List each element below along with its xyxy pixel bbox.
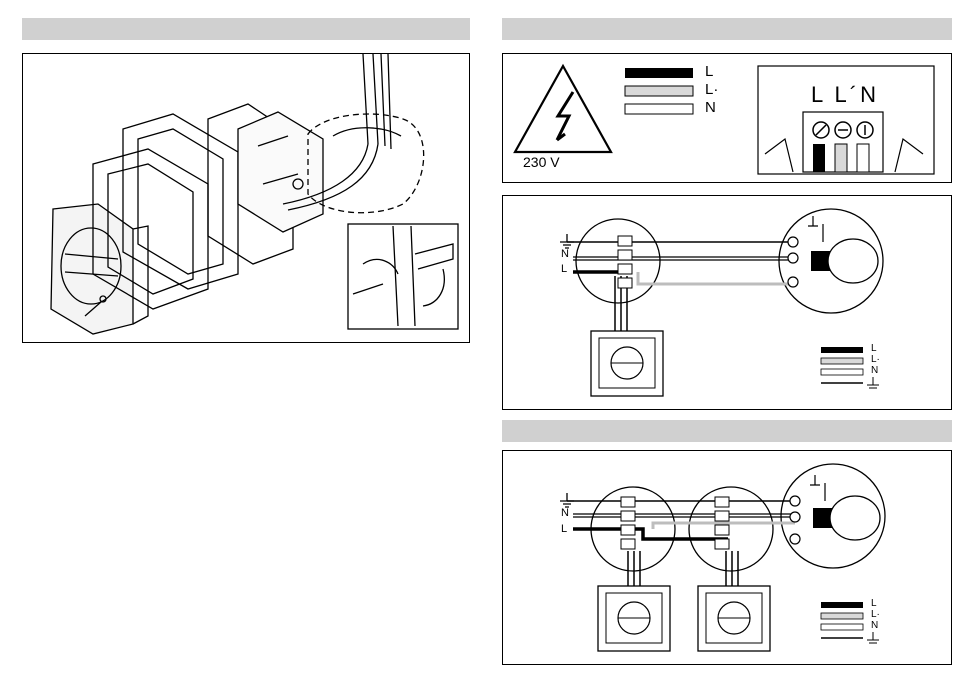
wire-l-switched bbox=[638, 272, 793, 284]
lamp-ground-icon bbox=[808, 216, 823, 242]
wiring-double-diagram bbox=[503, 451, 953, 666]
legend-label-l-switched: L· bbox=[871, 609, 880, 620]
legend-swatch-l-switched bbox=[821, 613, 863, 619]
legend-label-l: L bbox=[871, 343, 877, 354]
junction-box-1 bbox=[576, 219, 660, 303]
terminal-wire-n bbox=[857, 144, 869, 172]
wiring-double-panel: N L L L· N bbox=[502, 450, 952, 665]
terminal-block-drawing bbox=[503, 54, 953, 184]
terminal-wire-l bbox=[813, 144, 825, 172]
warning-panel: 230 V L L· N L L´N bbox=[502, 53, 952, 183]
legend-label-l: L bbox=[871, 598, 877, 609]
lamp-bulb-icon bbox=[830, 496, 880, 540]
terminal-labels: L L´N bbox=[811, 82, 879, 108]
section-header-two-way bbox=[502, 420, 952, 442]
label-n: N bbox=[561, 248, 569, 260]
supply-cable bbox=[363, 54, 391, 149]
label-n: N bbox=[561, 507, 569, 519]
legend-swatch-l bbox=[821, 347, 863, 353]
section-header-connection bbox=[502, 18, 952, 40]
section-header-installation bbox=[22, 18, 470, 40]
installation-drawing bbox=[23, 54, 471, 344]
lamp-bulb-icon bbox=[828, 239, 878, 283]
legend-ground-icon bbox=[867, 632, 879, 643]
junction-box-2 bbox=[689, 487, 773, 571]
legend-swatch-n bbox=[821, 624, 863, 630]
intermediate-frame bbox=[123, 114, 238, 289]
legend-label-n: N bbox=[871, 365, 878, 376]
label-l: L bbox=[561, 263, 567, 275]
legend-swatch-l bbox=[821, 602, 863, 608]
flush-box bbox=[308, 114, 424, 213]
inset-detail-box bbox=[348, 224, 458, 329]
legend-swatch-l-switched bbox=[821, 358, 863, 364]
legend-label-l-switched: L· bbox=[871, 354, 880, 365]
legend-swatch-n bbox=[821, 369, 863, 375]
wire-l bbox=[573, 529, 728, 539]
power-insert bbox=[238, 112, 323, 232]
ground-symbol-icon bbox=[560, 493, 574, 507]
installation-panel bbox=[22, 53, 470, 343]
wire-drop-1 bbox=[628, 551, 640, 586]
legend-ground-icon bbox=[867, 377, 879, 388]
ground-symbol-icon bbox=[560, 234, 574, 248]
wiring-single-diagram bbox=[503, 196, 953, 411]
terminal-wire-l-switched bbox=[835, 144, 847, 172]
legend-label-n: N bbox=[871, 620, 878, 631]
lamp-ground-icon bbox=[810, 475, 825, 501]
wire-drop-2 bbox=[726, 551, 738, 586]
label-l: L bbox=[561, 523, 567, 535]
wiring-single-panel: N L L L· N bbox=[502, 195, 952, 410]
